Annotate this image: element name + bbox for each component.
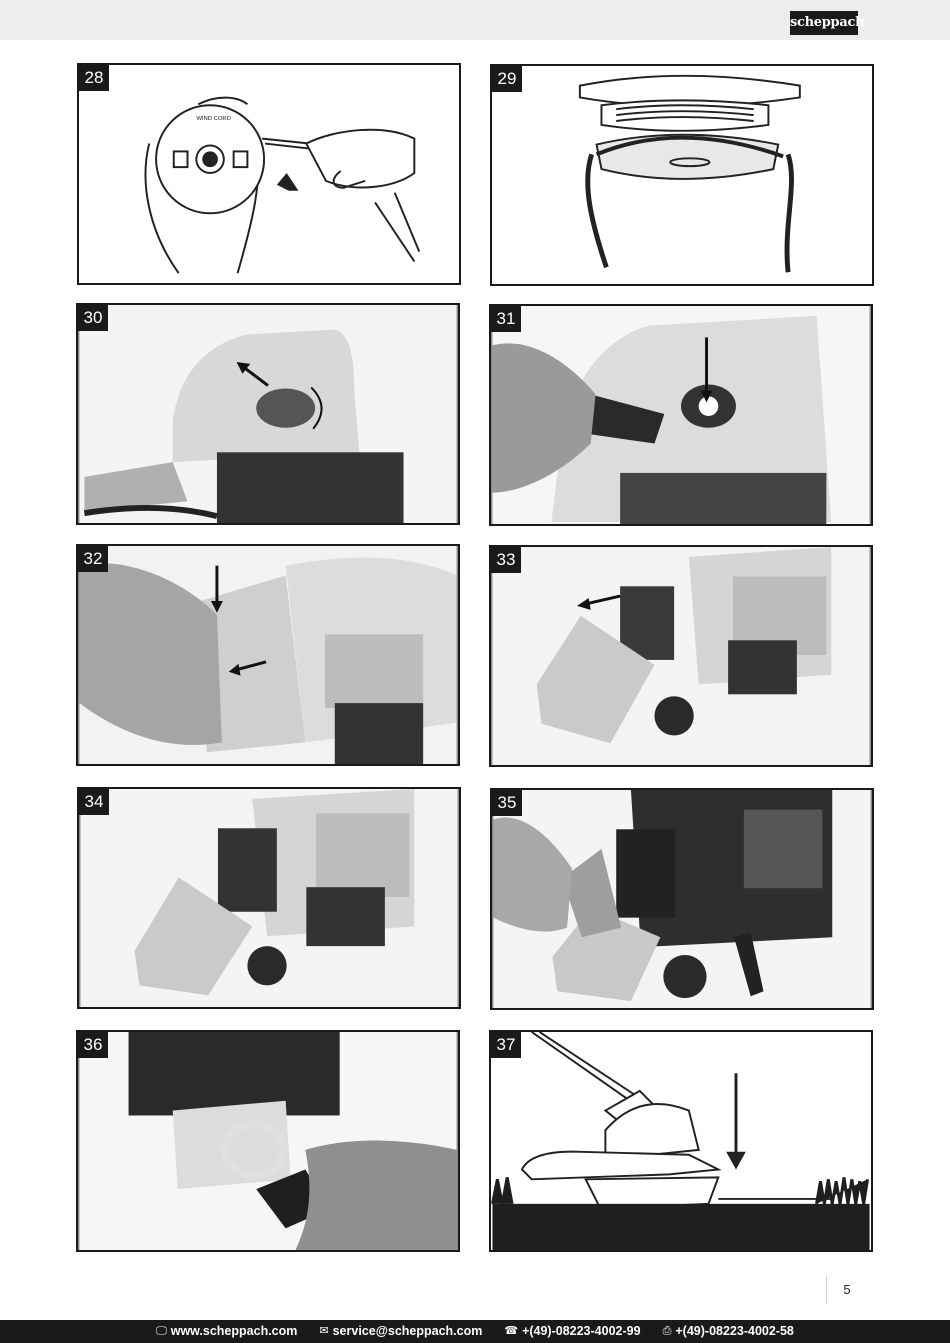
figure-30: 30: [76, 303, 460, 525]
photo-open-fuel-tank: [492, 306, 870, 524]
fax-icon: ⎙: [662, 1325, 672, 1337]
figure-number: 32: [78, 546, 108, 572]
header-band: scheppach: [0, 0, 950, 40]
phone-icon: ☎: [504, 1325, 519, 1337]
photo-oil-tank-cap: [79, 1032, 457, 1250]
email-link[interactable]: service@scheppach.com: [332, 1324, 483, 1338]
footer-phone: ☎ +(49)-08223-4002-99: [504, 1320, 640, 1343]
figure-33: 33: [489, 545, 873, 767]
figure-number: 34: [79, 789, 109, 815]
figure-32: 32: [76, 544, 460, 766]
figure-number: 29: [492, 66, 522, 92]
figure-number: 30: [78, 305, 108, 331]
figure-number: 37: [491, 1032, 521, 1058]
photo-fuel-cap: [79, 305, 457, 523]
photo-air-filter-cover: [79, 546, 457, 764]
footer-email[interactable]: ✉ service@scheppach.com: [319, 1320, 482, 1343]
footer-fax: ⎙ +(49)-08223-4002-58: [663, 1320, 794, 1343]
fax-number: +(49)-08223-4002-58: [675, 1324, 794, 1338]
figure-35: 35: [490, 788, 874, 1010]
spool-label: WIND CORD: [196, 116, 231, 122]
figure-number: 28: [79, 65, 109, 91]
photo-filter-open: [80, 789, 458, 1007]
figure-number: 35: [492, 790, 522, 816]
figure-37: 37: [489, 1030, 873, 1252]
photo-remove-filter: [492, 547, 870, 765]
illustration-spool-assembly: [578, 74, 801, 273]
figure-31: 31: [489, 304, 873, 526]
figure-29: 29: [490, 64, 874, 286]
figure-number: 33: [491, 547, 521, 573]
photo-foam-filter: [493, 790, 871, 1008]
illustration-spool-winding: WIND CORD: [144, 96, 421, 274]
mail-icon: ✉: [319, 1325, 329, 1337]
computer-icon: 🖵: [156, 1325, 167, 1337]
page-number: 5: [826, 1276, 867, 1304]
figure-34: 34: [77, 787, 461, 1009]
footer-website[interactable]: 🖵 www.scheppach.com: [156, 1320, 297, 1343]
footer-bar: 🖵 www.scheppach.com ✉ service@scheppach.…: [0, 1320, 950, 1343]
figure-number: 36: [78, 1032, 108, 1058]
brand-logo: scheppach: [790, 11, 865, 35]
phone-number: +(49)-08223-4002-99: [522, 1324, 641, 1338]
figure-28: 28 WIND CORD: [77, 63, 461, 285]
figure-36: 36: [76, 1030, 460, 1252]
figure-number: 31: [491, 306, 521, 332]
illustration-line-cutting: [491, 1032, 870, 1250]
website-link[interactable]: www.scheppach.com: [170, 1324, 298, 1338]
